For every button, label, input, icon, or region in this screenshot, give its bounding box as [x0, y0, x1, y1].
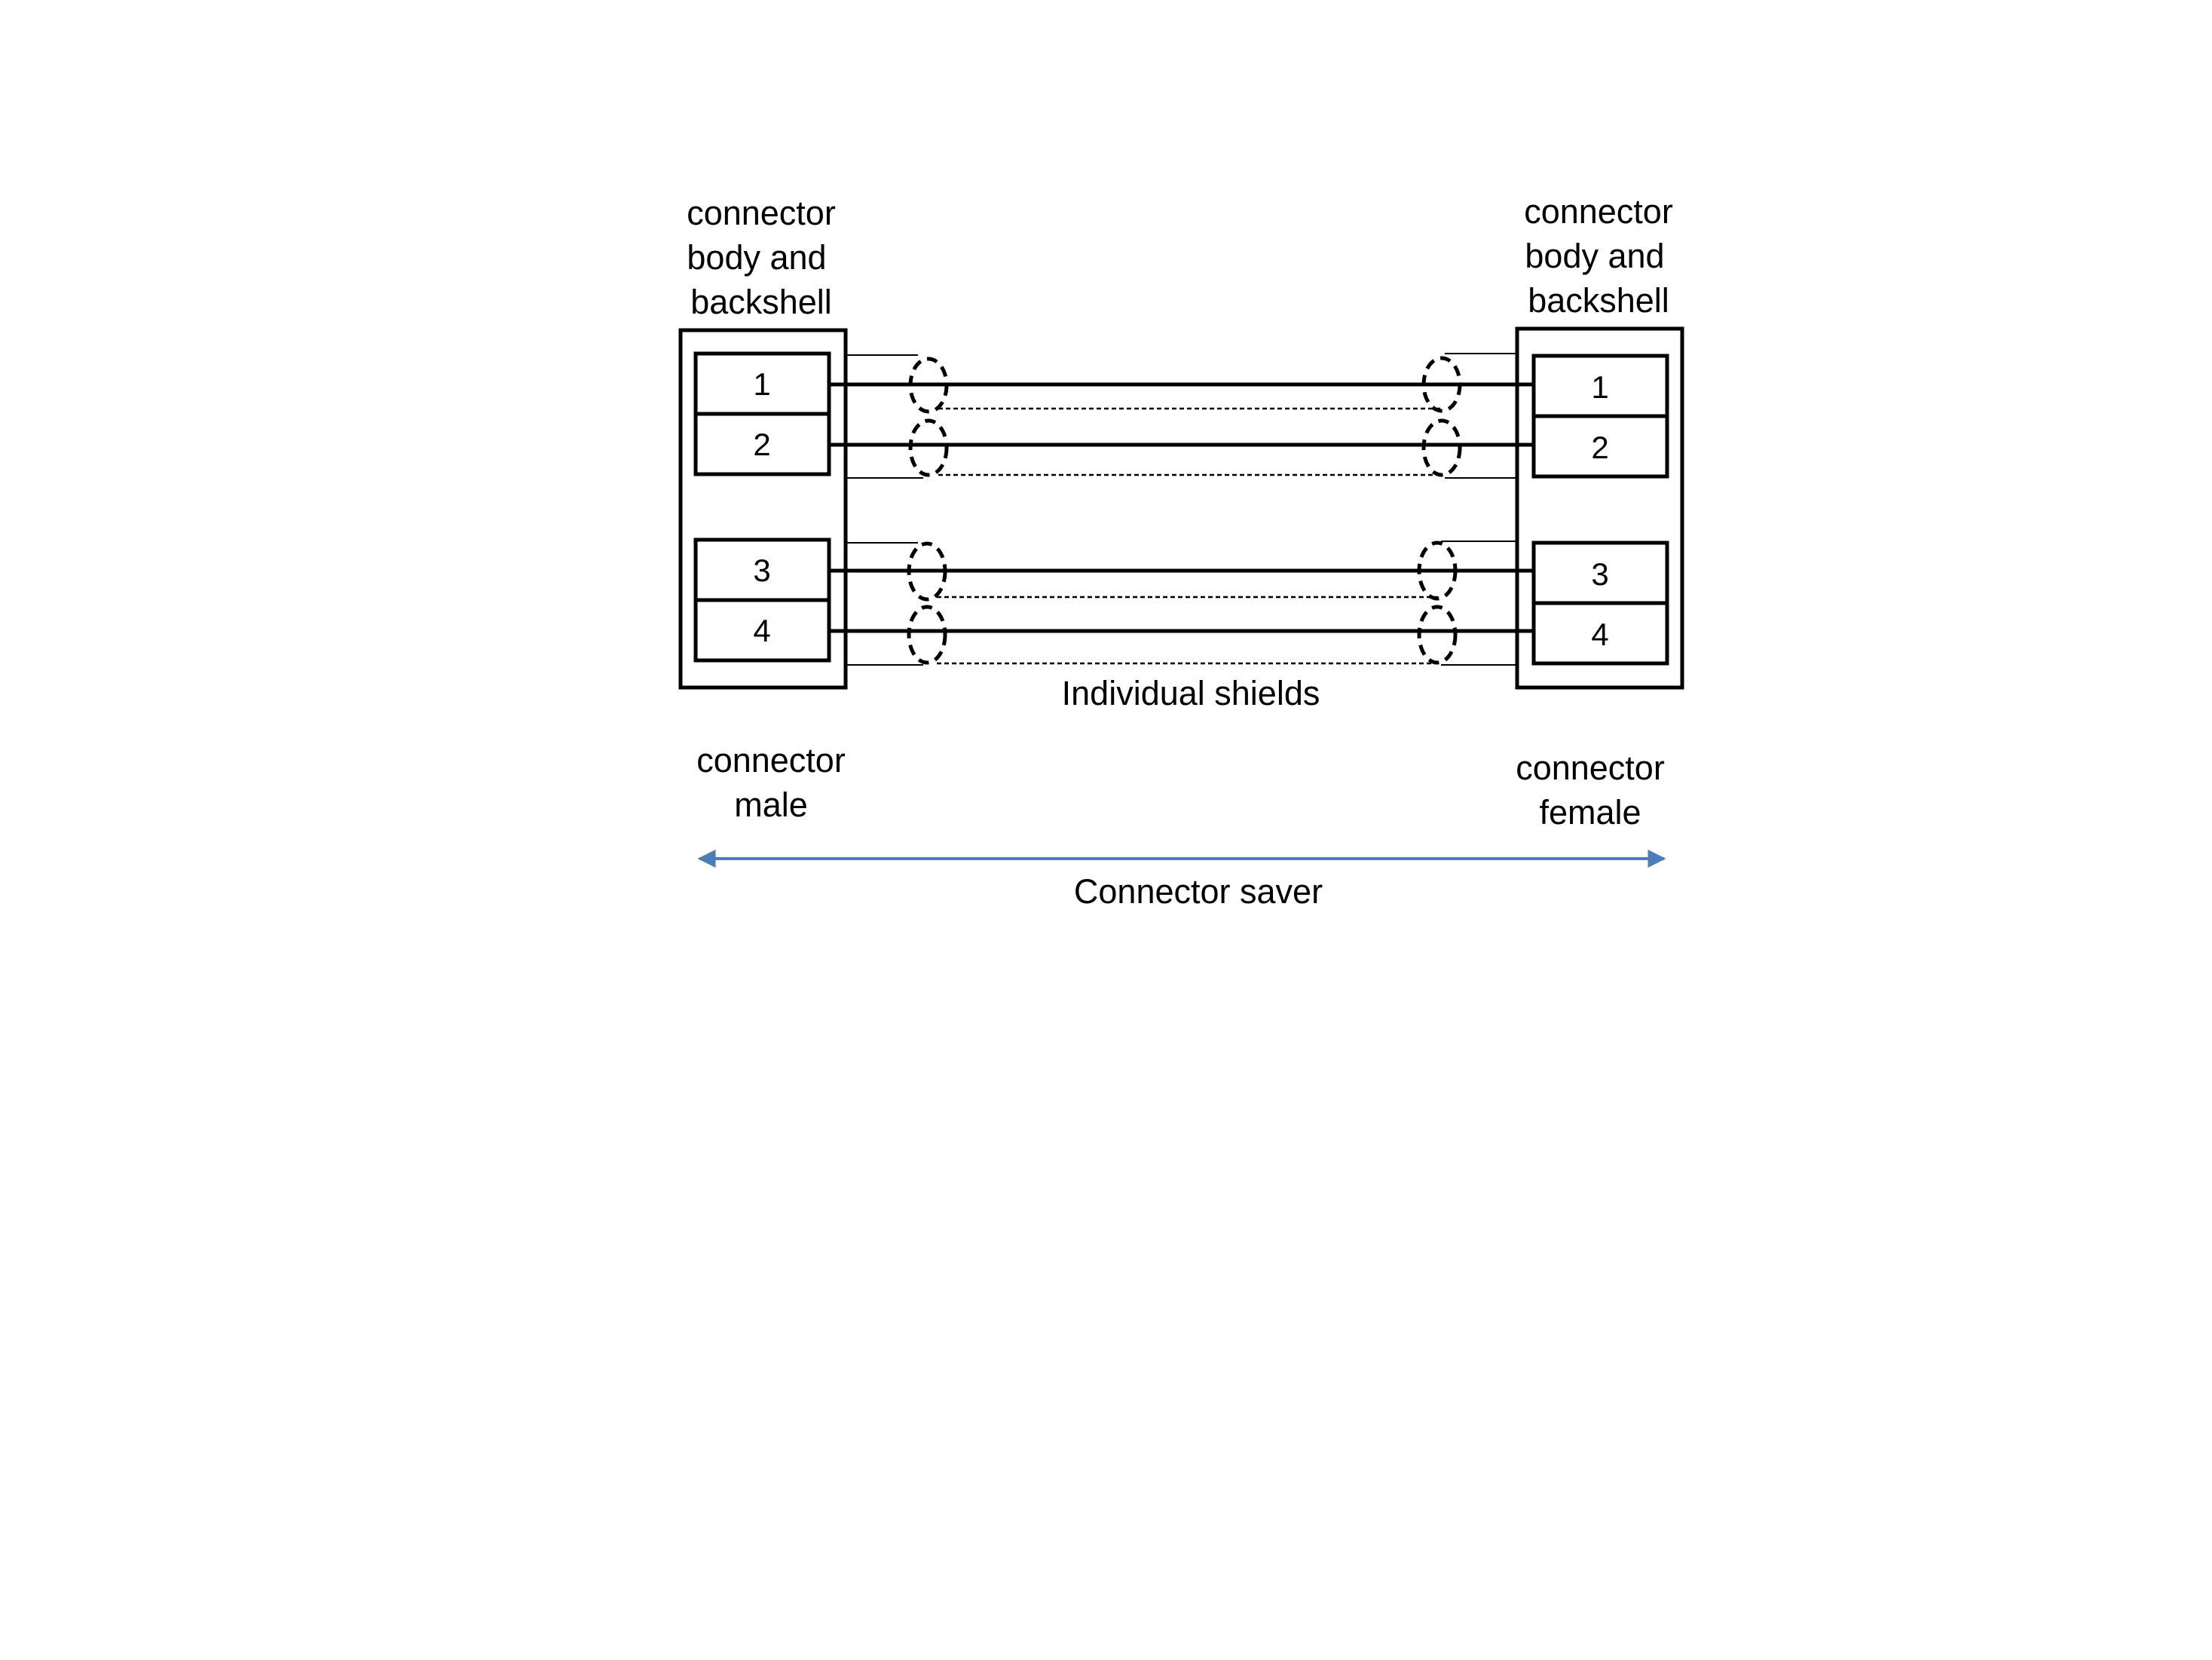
right-top-label-line3: backshell — [1528, 281, 1669, 320]
right-top-label-line1: connector — [1524, 192, 1673, 231]
left-top-label-line1: connector — [687, 194, 836, 232]
shield-drain-lines-pair-1 — [846, 353, 1517, 479]
individual-shield-dashed-lines — [937, 407, 1443, 665]
right-pin-label-3: 3 — [1591, 556, 1608, 592]
right-pin-label-1: 1 — [1591, 369, 1608, 405]
right-bottom-label-line2: female — [1539, 793, 1641, 832]
left-pin-label-4: 4 — [753, 613, 770, 648]
shield-ellipse-left-1 — [908, 357, 949, 414]
right-pin-box-4 — [1531, 601, 1669, 666]
shield-drain-lines-pair-2 — [846, 541, 1517, 666]
right-bottom-label-line1: connector — [1516, 749, 1665, 787]
connector-saver-label: Connector saver — [1074, 872, 1323, 911]
shield-ellipse-left-2 — [908, 418, 949, 477]
left-pin-label-1: 1 — [753, 366, 770, 402]
left-connector-body — [678, 328, 848, 690]
individual-shields-label: Individual shields — [1062, 674, 1320, 712]
right-top-label-line2: body and — [1525, 237, 1664, 275]
right-pin-label-2: 2 — [1591, 430, 1608, 465]
shield-ellipse-left-3 — [907, 541, 947, 602]
left-top-label-line2: body and — [687, 238, 826, 277]
left-top-label-line3: backshell — [690, 283, 832, 321]
right-connector-body — [1515, 326, 1684, 690]
left-bottom-label-line2: male — [734, 786, 808, 824]
shield-ellipse-left-4 — [907, 605, 947, 665]
shield-ellipse-right-1 — [1421, 356, 1462, 413]
left-pin-label-2: 2 — [753, 427, 770, 462]
shield-ellipses — [907, 356, 1462, 665]
right-pin-label-4: 4 — [1591, 617, 1608, 652]
left-pin-label-3: 3 — [753, 553, 770, 588]
shield-ellipse-right-2 — [1421, 418, 1462, 477]
shield-ellipse-right-4 — [1417, 605, 1458, 665]
shield-ellipse-right-3 — [1417, 541, 1458, 601]
left-bottom-label-line1: connector — [696, 741, 846, 779]
